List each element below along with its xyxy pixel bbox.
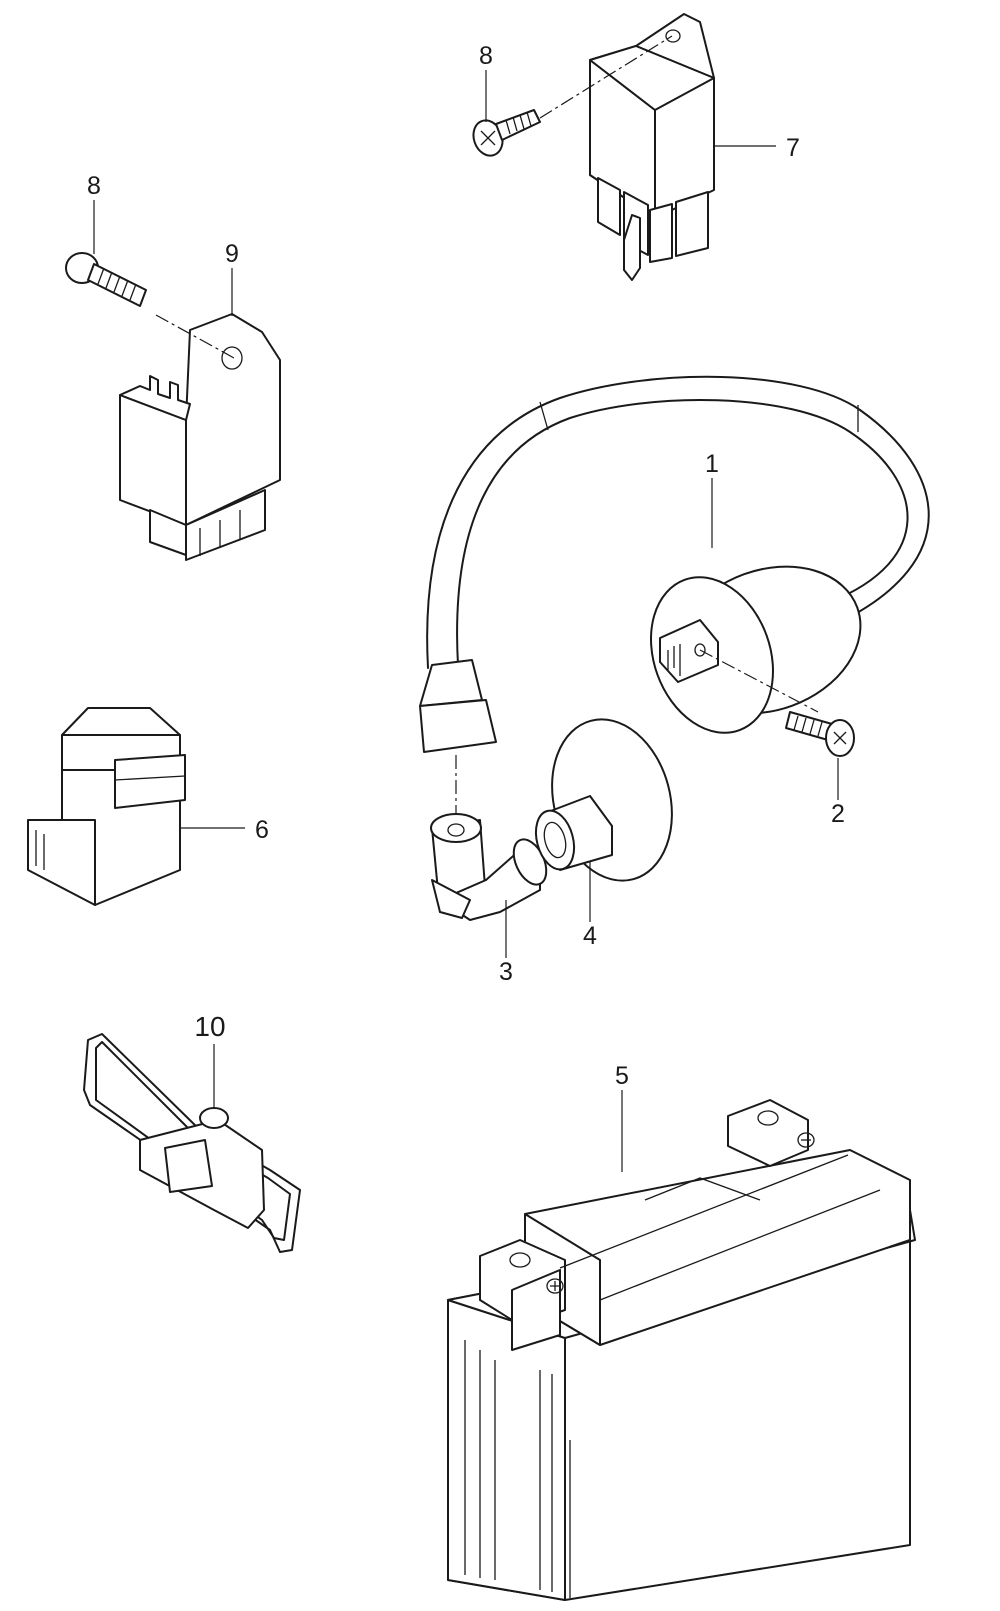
callout-3: 3 (499, 958, 513, 986)
leader-lines (93, 70, 839, 1172)
screw-part-8-upper (472, 109, 541, 157)
callout-5: 5 (615, 1062, 629, 1090)
callout-9: 9 (225, 240, 239, 268)
callout-8-left: 8 (87, 172, 101, 200)
battery-part-5 (447, 1099, 916, 1601)
callout-1: 1 (705, 450, 719, 478)
callout-10: 10 (194, 1011, 225, 1042)
plug-cap-part-3 (430, 813, 548, 921)
rubber-cover-part-4 (534, 718, 673, 882)
callout-7: 7 (786, 134, 800, 162)
band-part-10 (83, 1033, 301, 1253)
callout-2: 2 (831, 800, 845, 828)
assembly-line-8-7 (539, 35, 673, 119)
assembly-line-coil-screw (699, 649, 819, 713)
callout-4: 4 (583, 922, 597, 950)
assembly-line-8-9 (155, 314, 235, 359)
regulator-part-9 (119, 313, 281, 561)
ignition-coil-part-1 (419, 375, 930, 753)
callout-6: 6 (255, 816, 269, 844)
screw-part-8-left (65, 252, 147, 307)
screw-part-2 (785, 711, 855, 757)
starter-relay-part-6 (27, 707, 186, 906)
relay-part-7 (589, 13, 715, 281)
callout-8-upper: 8 (479, 42, 493, 70)
